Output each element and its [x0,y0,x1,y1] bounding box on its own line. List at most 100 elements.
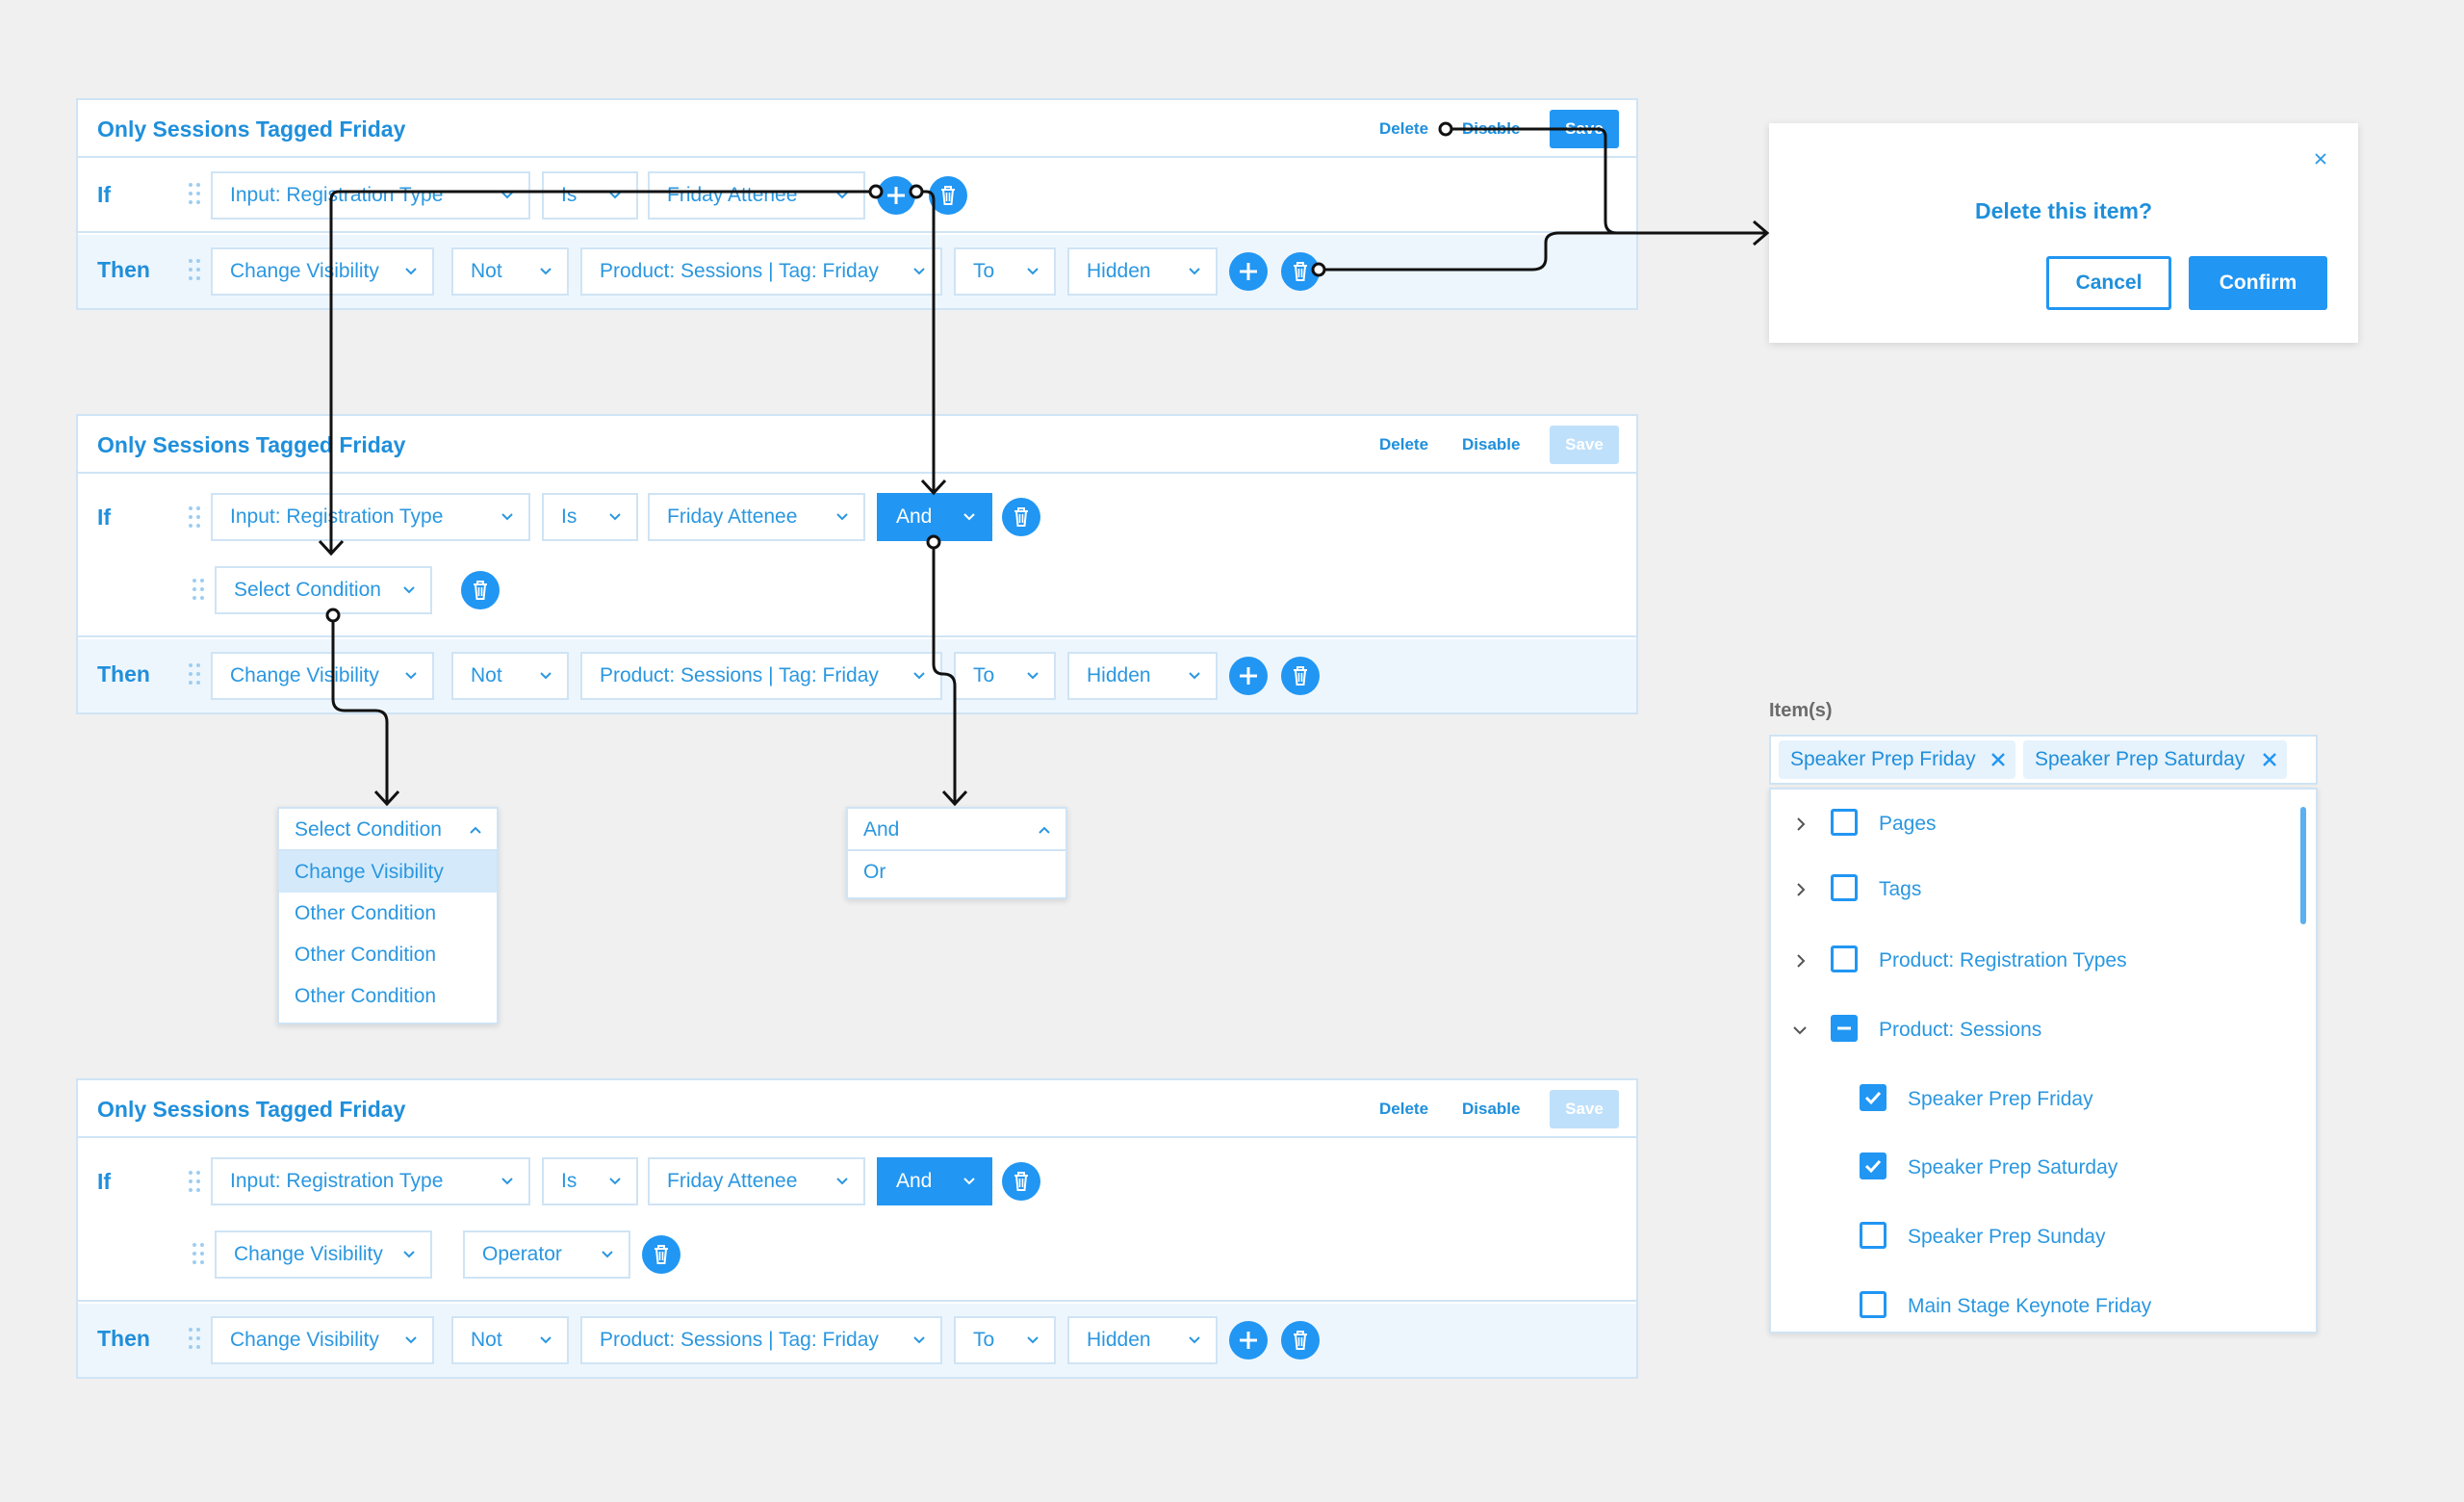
checkbox[interactable] [1831,809,1858,836]
chevron-right-icon[interactable] [1794,816,1808,832]
negation-select[interactable]: Not [451,652,569,700]
to-select[interactable]: To [954,652,1056,700]
tree-item[interactable]: Product: Registration Types [1771,942,2272,980]
checkbox[interactable] [1831,945,1858,972]
checkbox[interactable] [1860,1291,1886,1318]
delete-button[interactable]: Delete [1379,435,1429,453]
target-select[interactable]: Product: Sessions | Tag: Friday [580,652,942,700]
dropdown-option[interactable]: Other Condition [295,985,437,1007]
then-label: Then [97,661,150,686]
tree-item[interactable]: Main Stage Keynote Friday [1771,1287,2272,1326]
drag-handle-icon[interactable] [192,1243,206,1266]
tree-item[interactable]: Product: Sessions [1771,1011,2272,1049]
remove-chip-icon[interactable] [2262,752,2277,767]
delete-action-button[interactable] [1281,252,1320,291]
tree-item[interactable]: Speaker Prep Friday [1771,1080,2272,1119]
delete-condition-button[interactable] [929,176,967,215]
state-select[interactable]: Hidden [1067,1316,1218,1364]
disable-button[interactable]: Disable [1462,119,1521,138]
drag-handle-icon[interactable] [192,579,206,602]
delete-action-button[interactable] [1281,1321,1320,1360]
save-button[interactable]: Save [1550,426,1619,464]
operator-select[interactable]: Is [542,1157,638,1205]
cancel-button[interactable]: Cancel [2046,256,2171,310]
dropdown-option[interactable]: Other Condition [295,944,437,966]
conjunction-select[interactable]: And [877,1157,992,1205]
operator-select[interactable]: Is [542,171,638,220]
delete-condition-button[interactable] [461,571,500,609]
scrollbar-thumb[interactable] [2300,807,2306,924]
chevron-right-icon[interactable] [1794,953,1808,969]
field-select[interactable]: Input: Registration Type [211,1157,530,1205]
chevron-right-icon[interactable] [1794,882,1808,897]
to-select[interactable]: To [954,247,1056,296]
drag-handle-icon[interactable] [189,506,202,530]
tree-item[interactable]: Speaker Prep Sunday [1771,1218,2272,1256]
tree-item-label: Tags [1879,878,1922,900]
condition-select[interactable]: Select Condition [215,566,432,614]
checkmark-icon [1864,1159,1882,1174]
conjunction-select[interactable]: And [877,493,992,541]
drag-handle-icon[interactable] [189,259,202,282]
checkbox[interactable] [1860,1222,1886,1249]
negation-select[interactable]: Not [451,1316,569,1364]
action-select[interactable]: Change Visibility [211,652,434,700]
field-select[interactable]: Input: Registration Type [211,171,530,220]
remove-chip-icon[interactable] [1990,752,2006,767]
value-select[interactable]: Friday Attenee [648,1157,865,1205]
dropdown-option[interactable]: Change Visibility [279,851,497,893]
dropdown-header[interactable]: And [848,809,1065,851]
dropdown-option[interactable]: Or [863,861,886,883]
to-select[interactable]: To [954,1316,1056,1364]
confirm-button[interactable]: Confirm [2189,256,2327,310]
close-icon[interactable] [2314,152,2327,166]
state-select[interactable]: Hidden [1067,247,1218,296]
state-select[interactable]: Hidden [1067,652,1218,700]
add-action-button[interactable] [1229,252,1268,291]
checkbox-indeterminate[interactable] [1831,1015,1858,1042]
tree-item[interactable]: Pages [1771,805,2272,843]
chevron-down-icon[interactable] [1792,1023,1808,1038]
trash-icon [941,186,955,205]
disable-button[interactable]: Disable [1462,435,1521,453]
delete-action-button[interactable] [1281,657,1320,695]
delete-button[interactable]: Delete [1379,119,1429,138]
value-select[interactable]: Friday Attenee [648,493,865,541]
action-select[interactable]: Change Visibility [211,247,434,296]
negation-select[interactable]: Not [451,247,569,296]
items-chip-input[interactable]: Speaker Prep Friday Speaker Prep Saturda… [1769,735,2318,785]
checkbox-checked[interactable] [1860,1152,1886,1179]
drag-handle-icon[interactable] [189,1171,202,1194]
checkbox[interactable] [1831,874,1858,901]
drag-handle-icon[interactable] [189,1328,202,1351]
checkbox-checked[interactable] [1860,1084,1886,1111]
add-condition-button[interactable] [877,176,915,215]
save-button[interactable]: Save [1550,1090,1619,1128]
tree-item-label: Speaker Prep Saturday [1908,1156,2118,1178]
disable-button[interactable]: Disable [1462,1100,1521,1118]
condition-select[interactable]: Change Visibility [215,1230,432,1279]
delete-button[interactable]: Delete [1379,1100,1429,1118]
delete-condition-button[interactable] [1002,1162,1040,1201]
dropdown-option[interactable]: Other Condition [295,902,437,924]
add-action-button[interactable] [1229,657,1268,695]
delete-condition-button[interactable] [1002,498,1040,536]
target-select[interactable]: Product: Sessions | Tag: Friday [580,247,942,296]
operator-select[interactable]: Is [542,493,638,541]
drag-handle-icon[interactable] [189,663,202,686]
action-select[interactable]: Change Visibility [211,1316,434,1364]
delete-condition-button[interactable] [642,1235,680,1274]
field-select[interactable]: Input: Registration Type [211,493,530,541]
condition-operator-select[interactable]: Operator [463,1230,630,1279]
dropdown-header[interactable]: Select Condition [279,809,497,851]
chevron-down-icon [403,586,415,594]
tree-item[interactable]: Speaker Prep Saturday [1771,1149,2272,1187]
value-select[interactable]: Friday Attenee [648,171,865,220]
drag-handle-icon[interactable] [189,183,202,206]
checkmark-icon [1864,1091,1882,1105]
tree-item[interactable]: Tags [1771,870,2272,909]
chevron-up-icon [470,826,481,834]
save-button[interactable]: Save [1550,110,1619,148]
add-action-button[interactable] [1229,1321,1268,1360]
target-select[interactable]: Product: Sessions | Tag: Friday [580,1316,942,1364]
